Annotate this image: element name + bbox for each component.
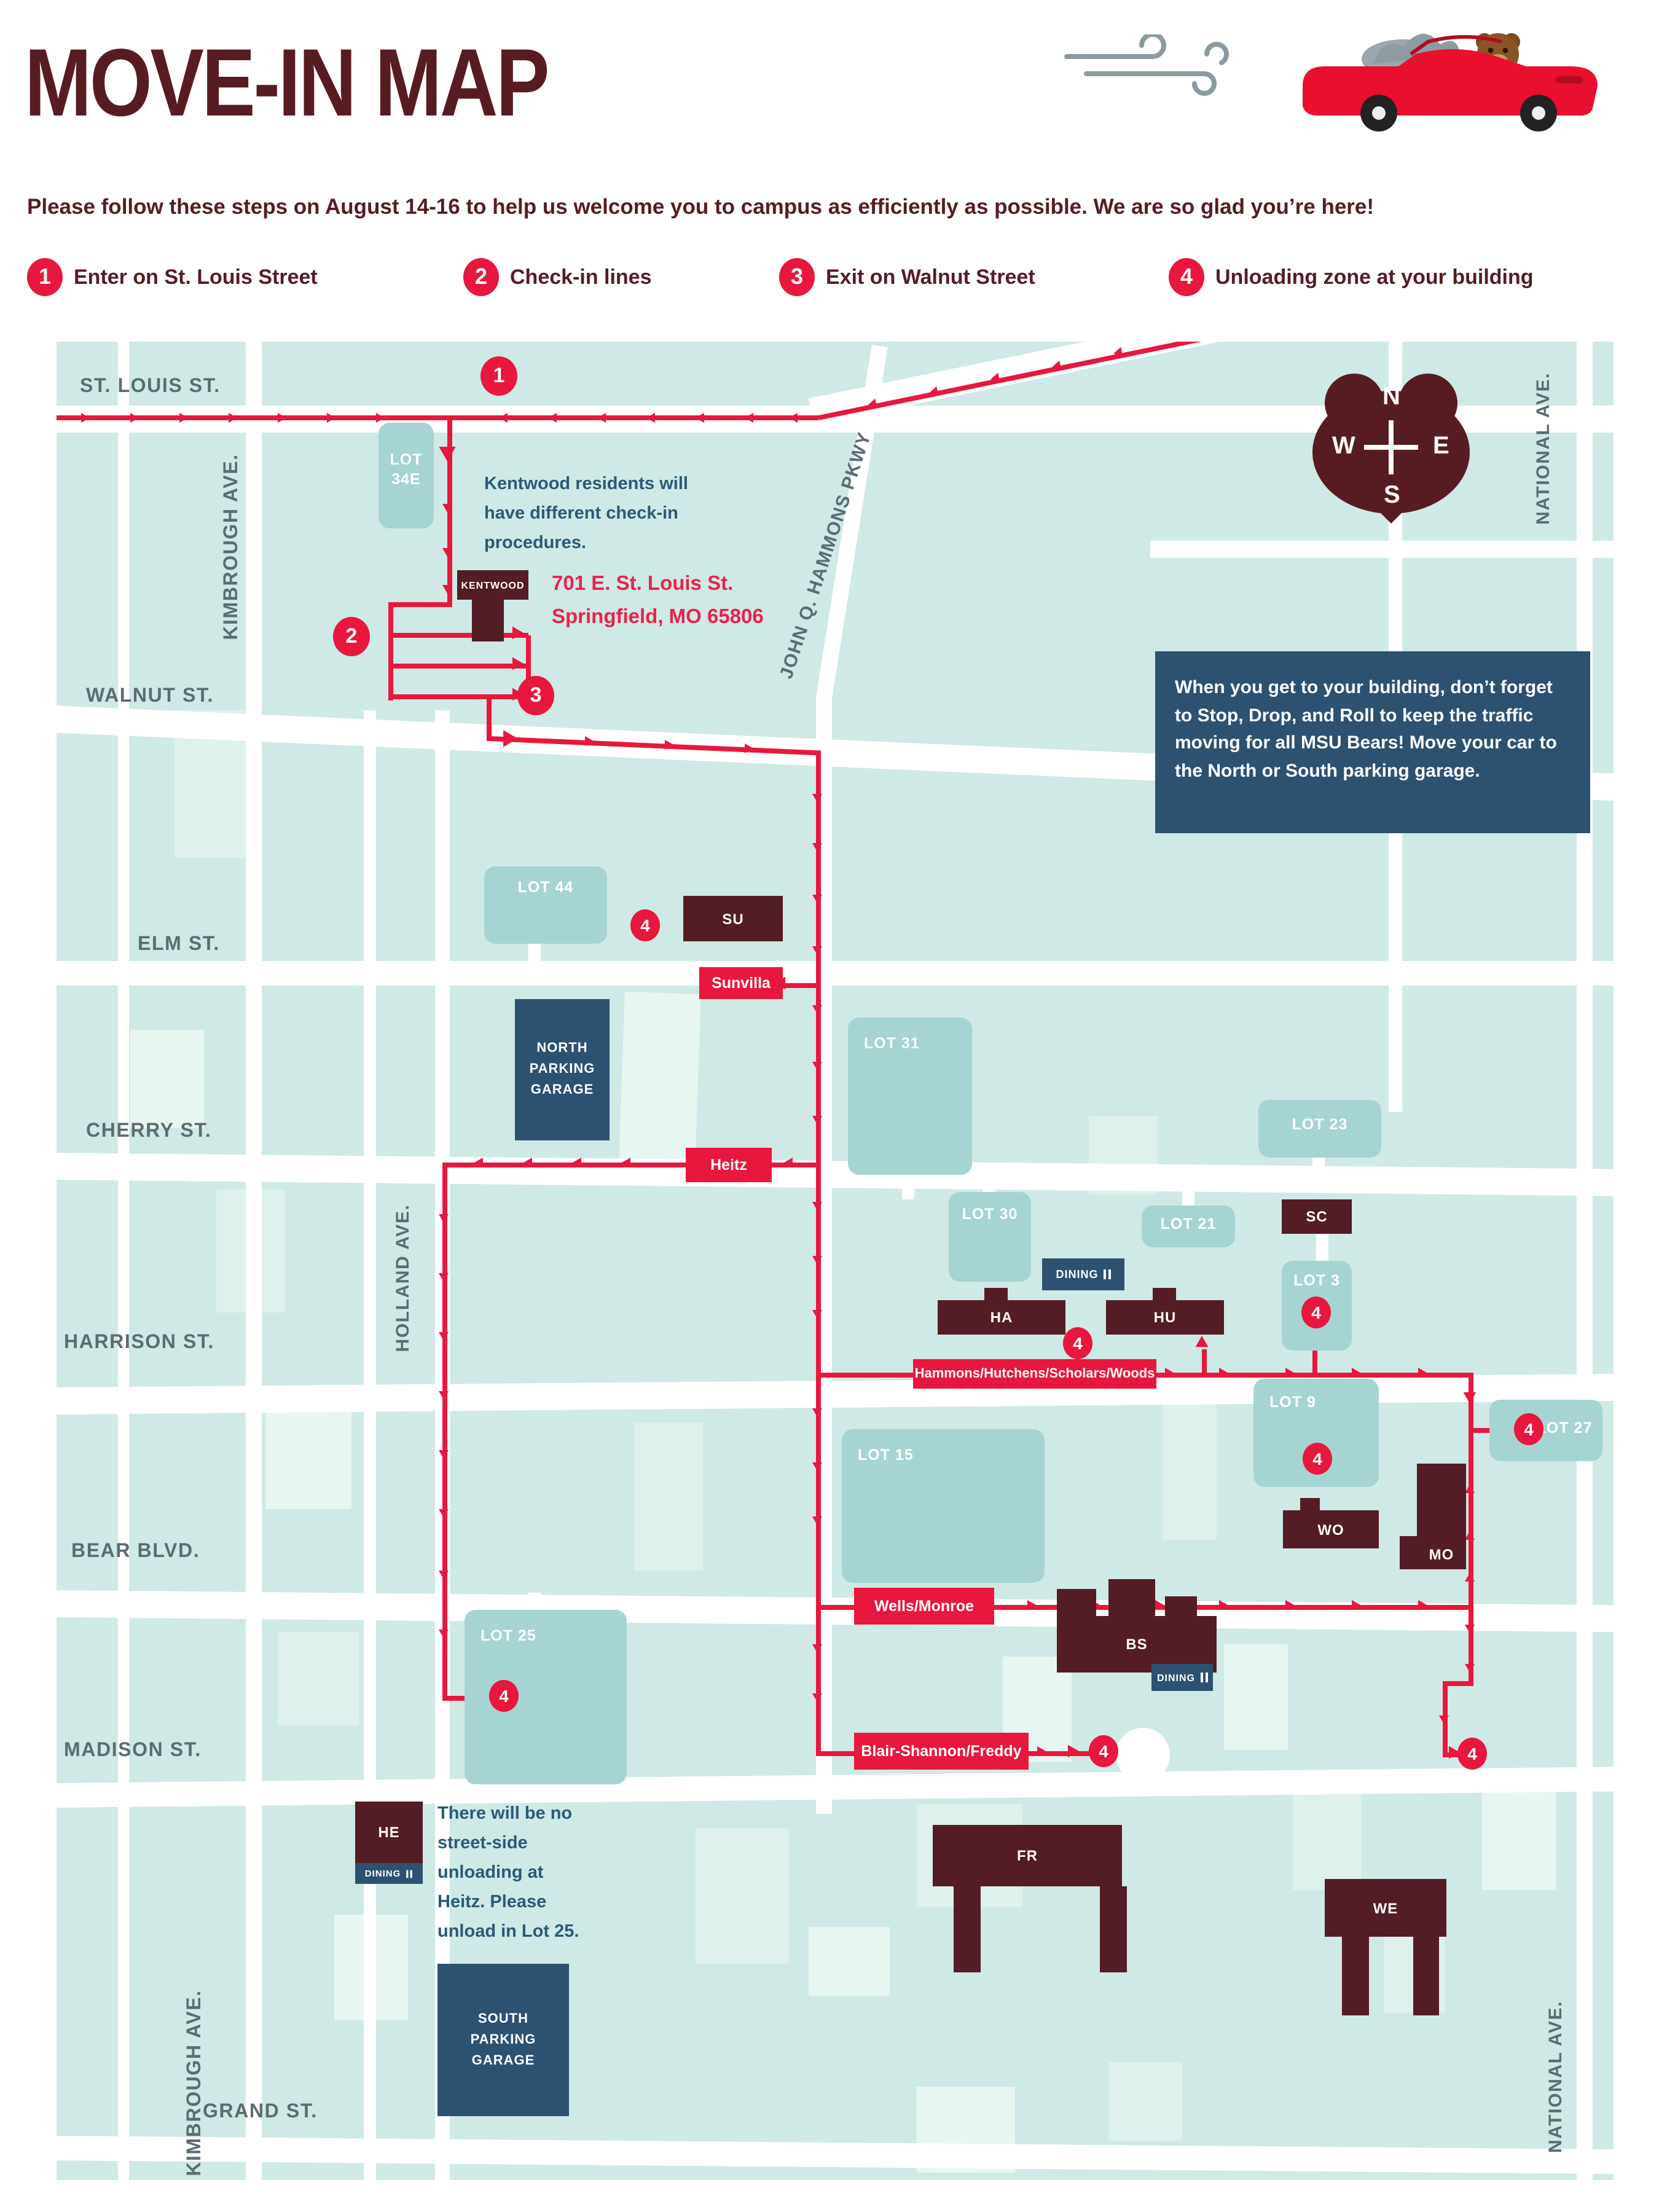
compass-e: E (1433, 433, 1449, 460)
check-in-lane (391, 694, 528, 699)
street-grand (57, 2136, 1614, 2175)
step-2-badge: 2 (463, 258, 499, 296)
map-badge-3: 3 (517, 676, 554, 715)
step-4-badge: 4 (1169, 258, 1204, 296)
street-bear (57, 1590, 1614, 1633)
step-2-label: Check-in lines (510, 265, 652, 289)
route-holland (442, 1165, 447, 1701)
building-fr: FR (933, 1825, 1122, 1886)
banner-sunvilla: Sunvilla (699, 967, 783, 999)
step-4-label: Unloading zone at your building (1215, 265, 1534, 289)
building-he: HE (355, 1802, 423, 1863)
roundabout (1116, 1728, 1170, 1782)
banner-wells-monroe: Wells/Monroe (854, 1588, 994, 1625)
dining-icon (1200, 1673, 1207, 1682)
street-west-minor (118, 342, 129, 2212)
check-in-lane (391, 664, 528, 669)
map-badge-4-lot3: 4 (1301, 1296, 1331, 1328)
banner-blair-shannon-freddy: Blair-Shannon/Freddy (854, 1733, 1029, 1770)
building-he-dining: DINING (355, 1863, 423, 1884)
map-badge-4-ha-hu: 4 (1063, 1327, 1092, 1359)
street-label-st-louis: ST. LOUIS ST. (80, 376, 221, 397)
street-label-grand: GRAND ST. (203, 2101, 318, 2122)
building-mo: MO (1417, 1464, 1466, 1569)
compass-w: W (1332, 433, 1355, 460)
building-we: WE (1325, 1879, 1446, 1937)
compass-n: N (1382, 383, 1400, 410)
street-label-elm: ELM ST. (138, 934, 220, 955)
step-3-label: Exit on Walnut Street (826, 265, 1035, 289)
street-label-kimbrough-top: KIMBROUGH AVE. (221, 453, 242, 640)
street-label-walnut: WALNUT ST. (86, 686, 214, 707)
street-national (1577, 342, 1593, 2212)
compass-s: S (1384, 482, 1400, 509)
banner-heitz: Heitz (686, 1148, 772, 1182)
lot-23: LOT 23 (1258, 1100, 1381, 1158)
map-badge-2: 2 (333, 617, 370, 656)
map-badge-4-we: 4 (1457, 1738, 1487, 1770)
lot-15: LOT 15 (842, 1429, 1045, 1583)
street-elm (57, 961, 1614, 986)
building-bs: BS (1057, 1616, 1217, 1673)
street-label-national-top: NATIONAL AVE. (1533, 372, 1554, 525)
street-topright-minor (1150, 541, 1614, 558)
dining-icon (406, 1869, 413, 1878)
bear-compass-icon: N W E S (1308, 369, 1475, 528)
step-1-label: Enter on St. Louis Street (74, 265, 318, 289)
street-label-kimbrough-bottom: KIMBROUGH AVE. (184, 1990, 205, 2176)
lot-44: LOT 44 (484, 866, 607, 944)
lot-21: LOT 21 (1142, 1206, 1235, 1247)
lot-27: LOT 27 (1489, 1400, 1602, 1461)
kentwood-note: Kentwood residents will have different c… (484, 474, 688, 553)
route-st-louis (57, 415, 818, 420)
heitz-unloading-note: There will be no street-side unloading a… (437, 1804, 579, 1942)
address-line1: 701 E. St. Louis St. (552, 573, 734, 595)
map-badge-4-lot9: 4 (1303, 1443, 1332, 1475)
street-label-madison: MADISON ST. (64, 1740, 202, 1761)
bear-in-car-illustration (1266, 10, 1622, 133)
address: 701 E. St. Louis St. Springfield, MO 658… (552, 568, 764, 634)
building-bs-dining: DINING (1151, 1664, 1213, 1691)
building-ha: HA (938, 1300, 1065, 1335)
map-badge-4-lot25: 4 (489, 1680, 519, 1712)
street-label-harrison: HARRISON ST. (64, 1332, 214, 1353)
step-1-badge: 1 (27, 258, 63, 296)
map-badge-4-blair: 4 (1089, 1735, 1118, 1767)
instructions-tagline: Please follow these steps on August 14-1… (27, 194, 1375, 219)
page-title: MOVE-IN MAP (25, 28, 550, 136)
campus-map: ST. LOUIS ST. KIMBROUGH AVE. KIMBROUGH A… (57, 342, 1614, 2212)
building-sc: SC (1282, 1199, 1352, 1234)
map-badge-4-su: 4 (630, 909, 660, 941)
step-3-badge: 3 (779, 258, 815, 296)
map-badge-1: 1 (480, 356, 517, 396)
building-dining-hall: DINING (1042, 1258, 1124, 1290)
street-label-bear: BEAR BLVD. (71, 1541, 200, 1562)
building-hu: HU (1106, 1300, 1224, 1335)
map-badge-4-lot27: 4 (1514, 1413, 1543, 1445)
street-label-national-bottom: NATIONAL AVE. (1545, 2000, 1566, 2154)
street-harrison (57, 1373, 1614, 1414)
wind-swirls-icon (1059, 32, 1256, 96)
dining-icon (1103, 1269, 1111, 1279)
street-label-holland: HOLLAND AVE. (393, 1204, 414, 1352)
lot-31: LOT 31 (848, 1018, 972, 1175)
address-line2: Springfield, MO 65806 (552, 606, 764, 628)
street-kimbrough (246, 342, 262, 2212)
check-in-lane (391, 633, 528, 638)
street-label-cherry: CHERRY ST. (86, 1121, 212, 1142)
street-mid-left (364, 710, 376, 2212)
street-cherry (57, 1153, 1614, 1196)
street-madison (57, 1767, 1614, 1808)
banner-hammons-hutchens-scholars-woods: Hammons/Hutchens/Scholars/Woods (913, 1359, 1156, 1389)
building-su: SU (683, 896, 783, 941)
route-cherry (442, 1163, 818, 1167)
building-wo: WO (1283, 1510, 1379, 1548)
stop-drop-roll-info-box: When you get to your building, don’t for… (1155, 651, 1590, 833)
route-jqh (816, 751, 821, 1756)
lot-30: LOT 30 (949, 1192, 1031, 1282)
building-kentwood: KENTWOOD (457, 570, 528, 600)
